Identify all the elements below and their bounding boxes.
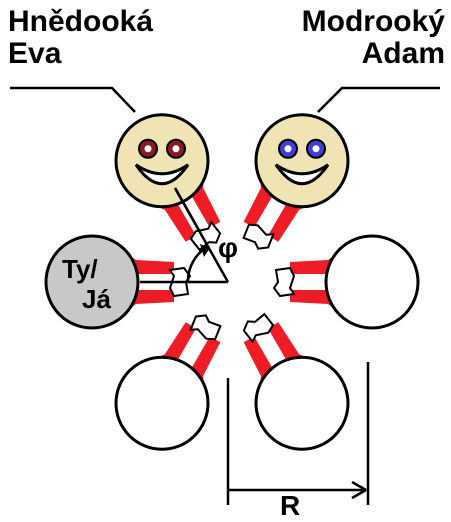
radius-label: R	[280, 490, 300, 517]
you-label-line2: Já	[82, 284, 111, 314]
hand-icon	[242, 312, 275, 344]
seat-bottom-right	[254, 355, 350, 451]
eva-label-line1: Hnědooká	[8, 5, 154, 38]
seat-circle	[254, 113, 350, 209]
hand-icon	[189, 220, 222, 252]
adam-label-line2: Adam	[361, 37, 445, 70]
eva-label-line2: Eva	[8, 37, 62, 70]
radius-arrowhead	[351, 480, 367, 500]
pupil-highlight	[284, 145, 292, 153]
you-label-line1: Ty/	[62, 254, 98, 284]
seat-eva	[114, 113, 210, 209]
adam-label-line1: Modrooký	[301, 5, 445, 38]
seat-right	[324, 234, 420, 330]
seat-adam	[254, 113, 350, 209]
hand-icon	[272, 266, 296, 298]
phi-arrowhead	[200, 244, 210, 257]
pupil-highlight	[172, 145, 180, 153]
adam-label: Modrooký Adam	[302, 6, 445, 70]
seat-circle	[254, 355, 350, 451]
smile-icon	[274, 163, 330, 186]
hand-icon	[242, 223, 275, 250]
seats-group: Ty/Já	[44, 113, 420, 451]
seat-circle	[324, 234, 420, 330]
smile-icon	[134, 163, 190, 186]
seat-circle	[114, 355, 210, 451]
eva-label: Hnědooká Eva	[8, 6, 153, 70]
phi-label: φ	[218, 232, 238, 263]
seat-circle	[114, 113, 210, 209]
seat-bottom-left	[114, 355, 210, 451]
adam-smiley-icon	[274, 138, 330, 186]
eva-smiley-icon	[134, 138, 190, 186]
pupil-highlight	[312, 145, 320, 153]
hand-icon	[189, 314, 222, 341]
phi-ext-line	[173, 187, 202, 233]
pupil-highlight	[144, 145, 152, 153]
seat-you: Ty/Já	[44, 234, 140, 330]
seat-circle	[44, 234, 140, 330]
eva-leader-line	[10, 86, 136, 113]
adam-leader-line	[317, 86, 440, 113]
